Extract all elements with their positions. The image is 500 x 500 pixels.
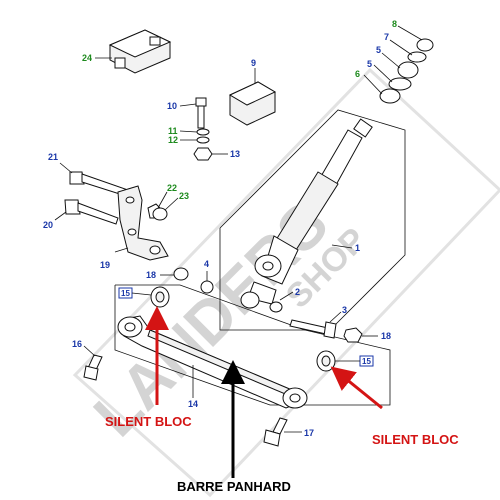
label-18a: 18 bbox=[146, 270, 156, 280]
label-20: 20 bbox=[43, 220, 53, 230]
label-19: 19 bbox=[100, 260, 110, 270]
label-23: 23 bbox=[179, 191, 189, 201]
bolt-17 bbox=[263, 417, 288, 447]
label-5b: 5 bbox=[367, 59, 372, 69]
label-22: 22 bbox=[167, 183, 177, 193]
arm-group-frame bbox=[219, 109, 406, 331]
callout-silent-bloc-right: SILENT BLOC bbox=[372, 432, 459, 447]
label-18b: 18 bbox=[381, 331, 391, 341]
bolt-16 bbox=[83, 354, 103, 381]
washer-11 bbox=[196, 128, 210, 136]
label-4: 4 bbox=[204, 259, 209, 269]
watermark-frame bbox=[72, 67, 500, 498]
silent-bloc-right bbox=[316, 350, 336, 372]
label-16: 16 bbox=[72, 339, 82, 349]
nut-18-left bbox=[173, 267, 189, 281]
label-9: 9 bbox=[251, 58, 256, 68]
part-4 bbox=[200, 280, 214, 294]
bolt-3 bbox=[289, 319, 337, 339]
silent-bloc-left bbox=[150, 286, 170, 308]
washer-12 bbox=[196, 136, 210, 144]
label-5a: 5 bbox=[376, 45, 381, 55]
label-21: 21 bbox=[48, 152, 58, 162]
arrow-silent-right bbox=[330, 366, 383, 410]
label-10: 10 bbox=[167, 101, 177, 111]
bolt-10 bbox=[195, 97, 207, 129]
label-1: 1 bbox=[355, 243, 360, 253]
caption-barre-panhard: BARRE PANHARD bbox=[177, 479, 291, 494]
bracket-19 bbox=[117, 185, 169, 261]
label-12: 12 bbox=[168, 135, 178, 145]
module-9 bbox=[228, 81, 277, 126]
label-11: 11 bbox=[168, 126, 178, 136]
bolt-20 bbox=[64, 199, 119, 225]
label-15b: 15 bbox=[362, 357, 371, 366]
bar-group-frame bbox=[114, 284, 391, 406]
label-15a: 15 bbox=[121, 289, 130, 298]
bush-stack bbox=[379, 38, 434, 104]
module-24 bbox=[108, 29, 172, 74]
label-24: 24 bbox=[82, 53, 92, 63]
label-8: 8 bbox=[392, 19, 397, 29]
label-6: 6 bbox=[355, 69, 360, 79]
washer-23 bbox=[152, 207, 168, 221]
label-2: 2 bbox=[295, 287, 300, 297]
label-3: 3 bbox=[342, 305, 347, 315]
callout-silent-bloc-left: SILENT BLOC bbox=[105, 414, 192, 429]
label-17: 17 bbox=[304, 428, 314, 438]
label-14: 14 bbox=[188, 399, 198, 409]
nut-13 bbox=[193, 147, 213, 161]
label-7: 7 bbox=[384, 32, 389, 42]
label-13: 13 bbox=[230, 149, 240, 159]
upper-arm-1 bbox=[240, 118, 373, 313]
nut-18-right bbox=[343, 327, 363, 343]
panhard-bar-14 bbox=[117, 315, 308, 409]
